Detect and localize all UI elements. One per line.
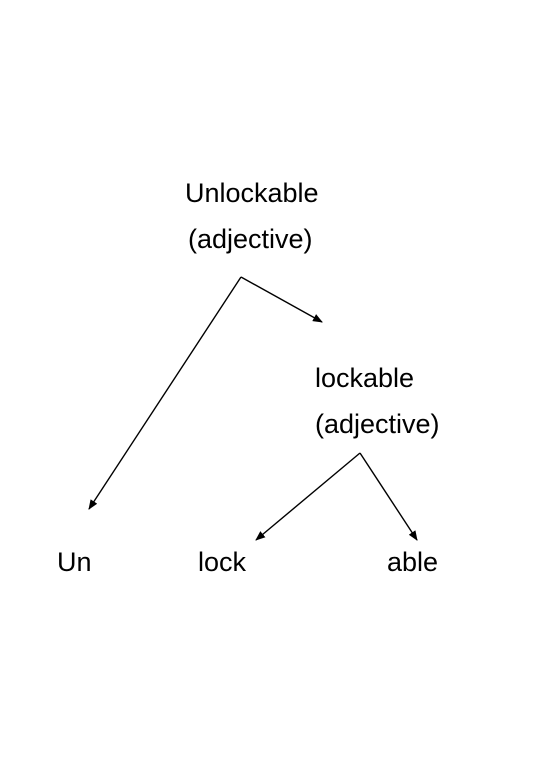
edge-lockable-to-able bbox=[359, 452, 418, 541]
edge-root-to-lockable bbox=[240, 276, 323, 323]
mid-word-label: lockable bbox=[315, 363, 415, 393]
root-word-label: Unlockable bbox=[185, 178, 319, 208]
edge-root-to-un bbox=[88, 276, 242, 510]
leaf-lock-label: lock bbox=[198, 547, 247, 577]
mid-pos-label: (adjective) bbox=[315, 409, 440, 439]
leaf-able-label: able bbox=[387, 547, 439, 577]
root-pos-label: (adjective) bbox=[188, 224, 313, 254]
leaf-un-label: Un bbox=[57, 547, 92, 577]
edge-lockable-to-lock bbox=[255, 452, 361, 541]
